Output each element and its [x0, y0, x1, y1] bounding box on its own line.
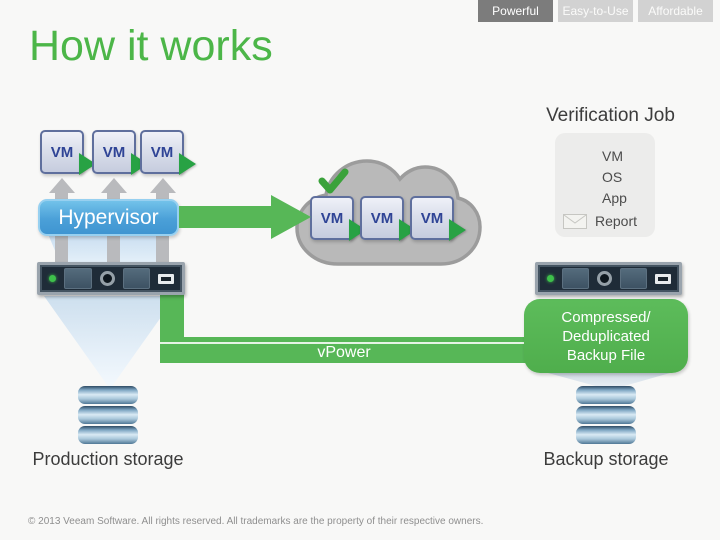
drive-bay [64, 268, 92, 289]
verification-report-row: Report [555, 213, 655, 229]
backup-server-icon [535, 262, 682, 295]
vm-label: VM [102, 143, 126, 161]
backup-file-line: Deduplicated [562, 327, 650, 345]
verification-item-app: App [602, 190, 627, 206]
drive-bay [562, 268, 589, 289]
green-arrow-head [271, 195, 311, 239]
usb-port-icon [158, 273, 174, 284]
vm-icon: VM [310, 196, 366, 241]
production-storage-icon [78, 386, 138, 446]
hypervisor-box: Hypervisor [38, 199, 179, 236]
tab-powerful: Powerful [478, 0, 553, 22]
backup-file-line: Backup File [566, 346, 646, 364]
disk-icon [576, 386, 636, 404]
copyright-text: © 2013 Veeam Software. All rights reserv… [28, 516, 484, 527]
disk-icon [78, 406, 138, 424]
pipe-highlight [160, 342, 528, 344]
backup-storage-icon [576, 386, 636, 446]
vm-icon: VM [360, 196, 416, 241]
power-knob-icon [99, 271, 115, 286]
checkmark-icon [318, 168, 349, 194]
verification-item-os: OS [602, 169, 623, 185]
vpower-pipe: vPower [160, 337, 528, 363]
page-title: How it works [29, 22, 273, 70]
envelope-icon [563, 213, 587, 229]
backup-storage-label: Backup storage [543, 449, 669, 469]
vm-icon: VM [92, 130, 148, 175]
disk-icon [576, 406, 636, 424]
vm-label: VM [150, 143, 174, 161]
usb-port-icon [655, 273, 671, 284]
vm-label: VM [420, 209, 444, 227]
disk-icon [78, 386, 138, 404]
play-icon [79, 153, 96, 175]
play-icon [449, 219, 466, 241]
tab-easy-to-use: Easy-to-Use [558, 0, 633, 22]
production-server-icon [37, 262, 185, 295]
report-label: Report [595, 213, 638, 229]
vm-label: VM [370, 209, 394, 227]
server-storage-funnel [44, 296, 176, 389]
power-knob-icon [597, 271, 612, 286]
drive-bay [122, 268, 150, 289]
tab-affordable: Affordable [638, 0, 713, 22]
arrow-head [150, 178, 176, 193]
backup-file-box: Compressed/ Deduplicated Backup File [524, 299, 688, 373]
disk-icon [78, 426, 138, 444]
verification-job-title: Verification Job [546, 105, 675, 126]
verification-panel: VM OS App Report [555, 133, 655, 237]
backup-file-line: Compressed/ [561, 308, 651, 326]
production-storage-label: Production storage [32, 449, 184, 469]
vpower-label: vPower [317, 344, 371, 361]
vm-label: VM [50, 143, 74, 161]
arrow-head [49, 178, 75, 193]
vm-icon: VM [140, 130, 196, 175]
play-icon [179, 153, 196, 175]
led-icon [547, 275, 554, 282]
hypervisor-label: Hypervisor [58, 205, 159, 229]
drive-bay [620, 268, 647, 289]
verification-item-vm: VM [602, 148, 623, 164]
arrow-head [101, 178, 127, 193]
vm-icon: VM [410, 196, 466, 241]
vm-icon: VM [40, 130, 96, 175]
disk-icon [576, 426, 636, 444]
led-icon [49, 275, 56, 282]
green-arrow-icon [179, 206, 272, 228]
vm-label: VM [320, 209, 344, 227]
